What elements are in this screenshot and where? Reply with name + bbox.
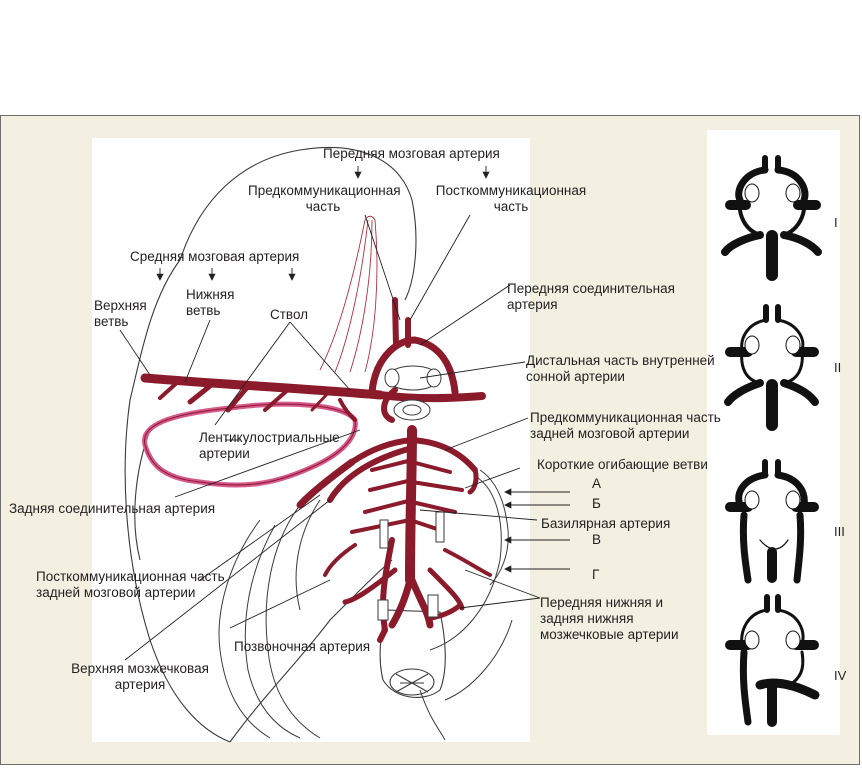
label-line: Лентикулостриальные [199, 430, 340, 445]
label-line: артерия [114, 677, 166, 692]
label-pca-postcommunicating: Посткоммуникационная часть задней мозгов… [36, 569, 225, 601]
marker-g: Г [592, 567, 600, 582]
label-cerebellar-arteries: Передняя нижняя и задняя нижняя мозжечко… [540, 595, 679, 643]
variant-label-III: III [834, 524, 845, 539]
label-line: мозжечковые артерии [540, 627, 679, 642]
label-trunk: Ствол [270, 307, 309, 322]
label-vertebral: Позвоночная артерия [234, 639, 371, 654]
label-line: Дистальная часть внутренней [526, 353, 715, 368]
label-line: Передняя нижняя и [540, 595, 664, 610]
label-pointers [119, 166, 570, 661]
variant-IV-diagram [725, 594, 820, 727]
label-line: Предкоммуникационная [248, 183, 401, 198]
label-line: сонной артерии [526, 369, 625, 384]
label-line: Передняя соединительная [507, 281, 675, 296]
label-short-circumflex: Короткие огибающие ветви [537, 457, 708, 472]
label-line: Посткоммуникационная [435, 183, 587, 198]
main-diagram-panel [92, 138, 530, 742]
label-basilar: Базилярная артерия [541, 516, 671, 531]
label-line: задней мозговой артерии [530, 426, 690, 441]
medulla-icon [379, 609, 446, 698]
label-line: ветвь [186, 303, 221, 318]
label-line: артерии [199, 446, 250, 461]
marker-v: В [592, 532, 602, 547]
label-line: Верхняя мозжечковая [71, 661, 209, 676]
label-line: задняя нижняя [540, 611, 634, 626]
anterior-cerebral-artery-fibers [319, 215, 378, 373]
label-line: Нижняя [186, 287, 235, 302]
label-anterior-cerebral-artery: Передняя мозговая артерия [323, 146, 500, 161]
label-line: артерия [507, 297, 558, 312]
label-anterior-communicating-artery: Передняя соединительная артерия [507, 281, 675, 313]
label-posterior-communicating: Задняя соединительная артерия [9, 501, 216, 516]
variant-label-IV: IV [834, 668, 847, 683]
label-line: задней мозговой артерии [36, 585, 196, 600]
label-superior-cerebellar: Верхняя мозжечковая артерия [60, 661, 220, 693]
label-line: ветвь [94, 314, 129, 329]
label-line: Предкоммуникационная часть [530, 410, 721, 425]
label-lenticulostriate: Лентикулостриальные артерии [199, 430, 340, 462]
arterial-tree [140, 297, 492, 643]
label-line: часть [305, 199, 341, 214]
variant-schematics [721, 155, 822, 727]
variant-III-diagram [725, 459, 819, 584]
label-pca-precommunicating: Предкоммуникационная часть задней мозгов… [530, 410, 721, 442]
variant-label-I: I [834, 215, 838, 230]
label-inferior-branch: Нижняя ветвь [186, 287, 234, 319]
label-distal-ica: Дистальная часть внутренней сонной артер… [526, 353, 715, 385]
optic-structures [377, 365, 445, 621]
marker-a: А [592, 476, 602, 491]
variant-I-diagram [721, 155, 822, 281]
label-middle-cerebral-artery: Средняя мозговая артерия [130, 249, 300, 264]
label-postcommunicating-part: Посткоммуникационная часть [435, 183, 587, 215]
marker-b: Б [592, 496, 601, 511]
label-line: Верхняя [94, 298, 147, 313]
label-precommunicating-part: Предкоммуникационная часть [248, 183, 401, 215]
label-line: часть [493, 199, 529, 214]
label-line: Посткоммуникационная часть [36, 569, 225, 584]
variant-label-II: II [834, 360, 842, 375]
variant-II-diagram [724, 304, 819, 431]
label-superior-branch: Верхняя ветвь [94, 298, 147, 330]
